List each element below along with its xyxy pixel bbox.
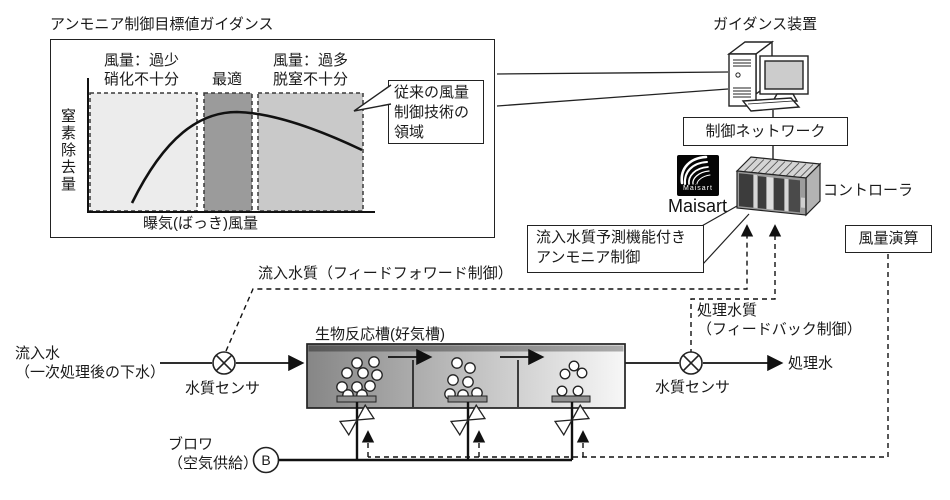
feedback-line2: （フィードバック制御）: [697, 321, 862, 338]
nitrogen-removal-curve: [130, 110, 363, 204]
maisart-logo-icon: [677, 155, 719, 196]
chart-axes: [87, 78, 375, 213]
air-valve-icon: [449, 403, 487, 437]
maisart-caption: Maisart: [668, 196, 728, 216]
air-bubbles: [336, 356, 588, 401]
region-low-label: 風量：過少 硝化不十分: [104, 51, 179, 89]
region-optimal-label: 最適: [212, 71, 243, 88]
feedback-signal-line: [690, 224, 782, 354]
region-low-line1: 風量：過少: [104, 52, 180, 69]
ammonia-line2: アンモニア制御: [536, 249, 641, 266]
conventional-control-callout: 従来の風量 制御技術の 領域: [388, 80, 484, 144]
sensor-in-label: 水質センサ: [185, 380, 261, 397]
guidance-device-icon: [726, 40, 809, 112]
airflow-calc-label: 風量演算: [858, 230, 919, 247]
controller-icon: [735, 156, 822, 217]
inflow-label: 流入水 （一次処理後の下水）: [15, 344, 165, 382]
callout-line3: 領域: [394, 124, 425, 141]
region-high-label: 風量：過多 脱窒不十分: [273, 51, 348, 89]
x-axis-label: 曝気(ばっき)風量: [143, 215, 258, 232]
feedback-label: 処理水質 （フィードバック制御）: [697, 301, 862, 339]
region-airflow-too-low: [89, 92, 198, 212]
feedforward-label: 流入水質（フィードフォワード制御）: [258, 265, 513, 282]
tank-label: 生物反応槽(好気槽): [315, 326, 445, 343]
sensor-out-label: 水質センサ: [655, 379, 731, 396]
ammonia-control-box: 流入水質予測機能付き アンモニア制御: [527, 225, 704, 273]
blower-line2: （空気供給）: [168, 455, 259, 472]
guidance-panel-box: [50, 39, 495, 238]
ammonia-line1: 流入水質予測機能付き: [536, 229, 687, 246]
controller-label: コントローラ: [823, 182, 914, 199]
screen-projection-lines: [496, 71, 729, 107]
callout-line2: 制御技術の: [394, 104, 470, 121]
air-pipes: [278, 402, 574, 462]
callout-line1: 従来の風量: [394, 84, 470, 101]
y-axis-label: 窒素除去量: [59, 108, 76, 193]
inflow-line2: （一次処理後の下水）: [15, 364, 166, 381]
region-airflow-too-high: [257, 92, 364, 212]
airflow-calc-box: 風量演算: [845, 225, 932, 253]
guidance-device-label: ガイダンス装置: [713, 16, 818, 33]
region-high-line2: 脱窒不十分: [273, 71, 349, 88]
air-valve-icon: [553, 403, 591, 437]
inflow-line1: 流入水: [15, 345, 61, 362]
ammonia-callout-pointer-lines: [699, 205, 750, 265]
control-network-label: 制御ネットワーク: [705, 122, 826, 140]
control-network-box: 制御ネットワーク: [683, 117, 848, 146]
outflow-label: 処理水: [788, 355, 834, 372]
blower-icon: [252, 446, 280, 474]
region-low-line2: 硝化不十分: [104, 71, 180, 88]
water-quality-sensor-out-icon: [679, 351, 703, 375]
airflow-calc-signal-line: [368, 254, 889, 458]
water-quality-sensor-in-icon: [212, 351, 236, 375]
blower-line1: ブロワ: [168, 436, 214, 453]
feedback-line1: 処理水質: [697, 302, 758, 319]
blower-label: ブロワ （空気供給）: [168, 435, 258, 473]
region-high-line1: 風量：過多: [273, 52, 349, 69]
panel-title: アンモニア制御目標値ガイダンス: [50, 16, 274, 33]
air-valve-icon: [338, 403, 376, 437]
maisart-logo-text: Maisart: [683, 185, 713, 192]
callout-pointer: [353, 84, 392, 112]
blower-symbol: B: [261, 452, 271, 468]
